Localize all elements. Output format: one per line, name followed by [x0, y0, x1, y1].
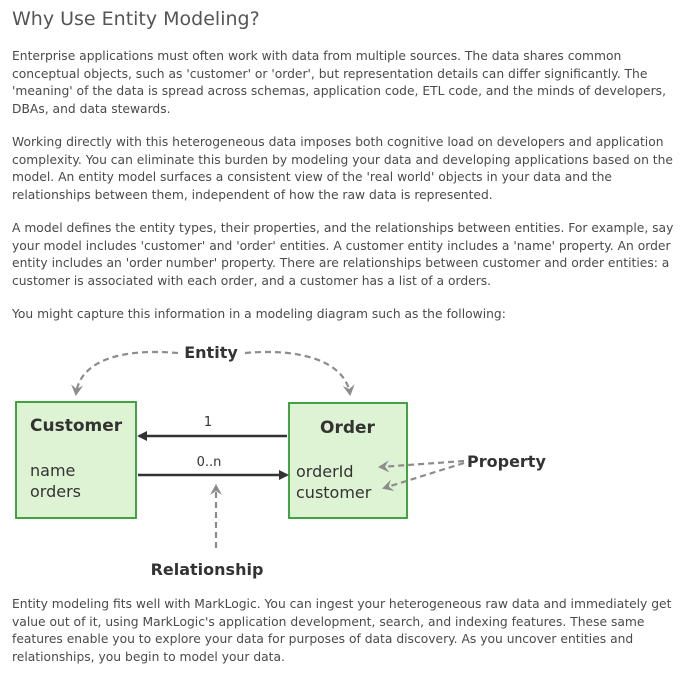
property-callout-arrow-upper [378, 459, 465, 473]
customer-entity-box: Customer name orders [15, 401, 137, 519]
paragraph-heterogeneous-data: Working directly with this heterogeneous… [12, 135, 673, 202]
paragraph-marklogic: Entity modeling fits well with MarkLogic… [12, 597, 672, 664]
entity-model-diagram: Entity Customer name orders Order orderI… [15, 343, 546, 579]
entity-callout-arrow-left [71, 350, 179, 396]
order-entity-box: Order orderId customer [288, 402, 408, 519]
paragraph-model-definition: A model defines the entity types, their … [12, 221, 674, 288]
page-title: Why Use Entity Modeling? [12, 8, 260, 30]
customer-property-orders: orders [30, 482, 81, 501]
order-entity-name: Order [320, 418, 376, 438]
entity-callout-arrow-right [244, 350, 355, 396]
order-property-customer: customer [296, 483, 372, 502]
entity-label: Entity [184, 343, 238, 362]
property-label: Property [467, 452, 546, 471]
paragraph-diagram-intro: You might capture this information in a … [12, 307, 506, 321]
customer-entity-name: Customer [30, 416, 123, 436]
relationship-label: Relationship [151, 560, 264, 579]
property-callout-arrow-lower [382, 461, 465, 492]
relationship-label-one: 1 [204, 415, 212, 430]
order-property-orderid: orderId [296, 462, 354, 481]
customer-property-name: name [30, 461, 75, 480]
relationship-label-many: 0..n [197, 455, 222, 470]
paragraph-intro: Enterprise applications must often work … [12, 49, 666, 116]
